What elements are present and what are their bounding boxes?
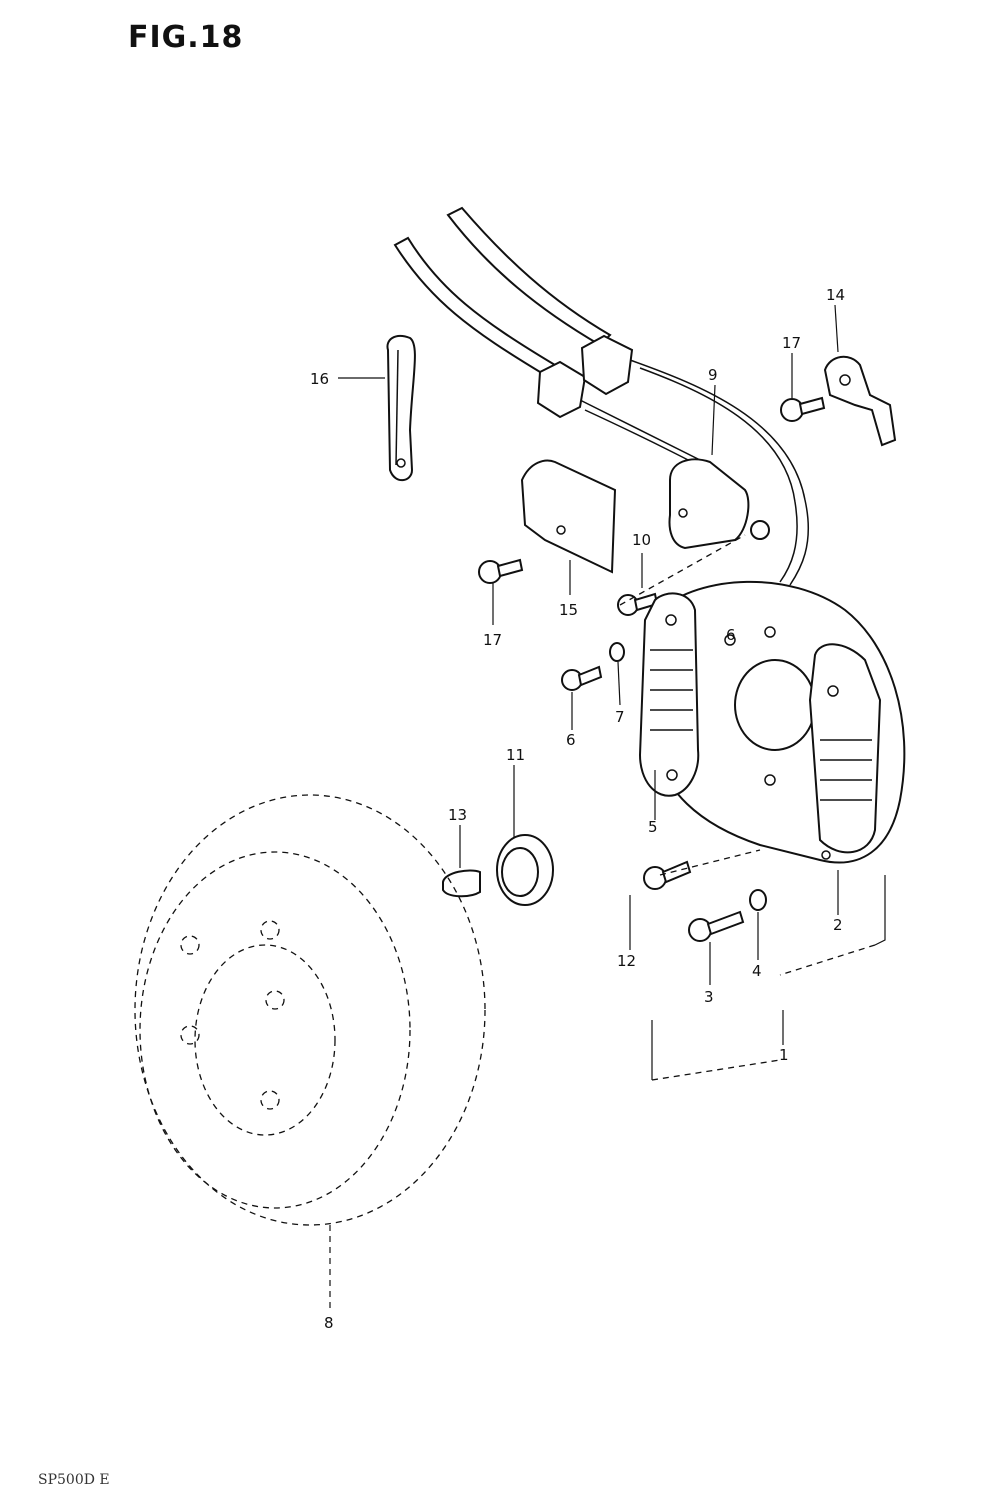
screw-17-right [780, 396, 826, 422]
label-9: 9 [708, 366, 718, 384]
washer-4 [749, 889, 767, 911]
part-16-strap [386, 334, 416, 482]
label-8: 8 [324, 1314, 334, 1332]
part-5-coil [638, 592, 700, 797]
key-13 [442, 869, 481, 898]
part-9-pulser-coil [668, 458, 770, 550]
label-10: 10 [632, 531, 651, 549]
screw-12 [643, 860, 692, 890]
label-1: 1 [779, 1046, 789, 1064]
label-17b: 17 [782, 334, 801, 352]
label-6a: 6 [726, 626, 736, 644]
part-2-coil [808, 643, 882, 854]
label-5: 5 [648, 818, 658, 836]
label-4: 4 [752, 962, 762, 980]
label-7: 7 [615, 708, 625, 726]
label-6b: 6 [566, 731, 576, 749]
label-14: 14 [826, 286, 845, 304]
figure-title: FIG.18 [128, 20, 244, 55]
label-2: 2 [833, 916, 843, 934]
screw-17-left [478, 558, 524, 584]
part-labels: 1 2 3 4 5 6 6 7 8 9 10 11 12 13 14 15 16… [310, 286, 845, 1332]
screw-3 [688, 910, 745, 942]
seal-11 [496, 834, 554, 906]
label-16: 16 [310, 370, 329, 388]
label-11: 11 [506, 746, 525, 764]
label-3: 3 [704, 988, 714, 1006]
flywheel-8 [134, 794, 486, 1226]
wire-harness [393, 206, 809, 586]
label-17a: 17 [483, 631, 502, 649]
label-13: 13 [448, 806, 467, 824]
label-15: 15 [559, 601, 578, 619]
label-12: 12 [617, 952, 636, 970]
washer-7 [609, 642, 625, 662]
footer-code: SP500D E [38, 1472, 110, 1488]
part-14-bracket [823, 355, 897, 447]
screw-6 [561, 665, 603, 691]
part-15-cover [520, 459, 617, 574]
leader-lines [329, 304, 886, 1310]
screw-10 [617, 592, 659, 616]
